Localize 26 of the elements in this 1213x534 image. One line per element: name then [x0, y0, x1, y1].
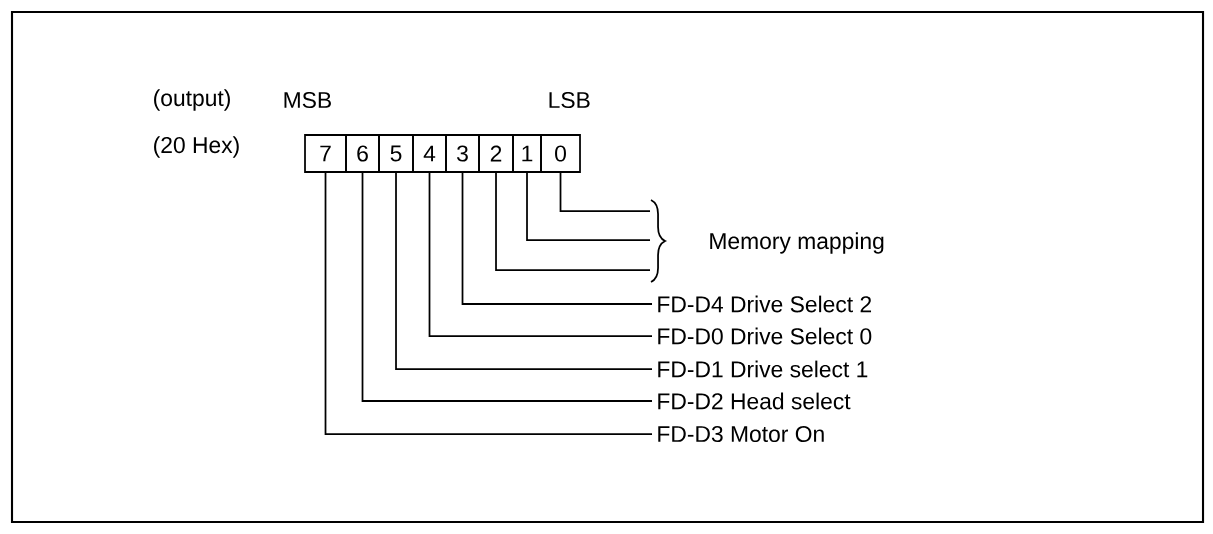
bit-cell: 5	[378, 134, 414, 173]
leader-line	[559, 172, 651, 212]
register-label: LSB	[549, 91, 590, 109]
bit-label: FD-D3 Motor On	[658, 425, 824, 443]
register-label: MSB	[284, 91, 331, 109]
bit-label: FD-D4 Drive Select 2	[658, 295, 871, 313]
bit-cell: 0	[540, 134, 581, 173]
leader-line	[428, 172, 653, 337]
bit-cell: 2	[478, 134, 514, 173]
register-label: (20 Hex)	[154, 136, 239, 158]
bit-cell: 1	[512, 134, 542, 173]
bit-cell: 7	[304, 134, 347, 173]
bit-group-label: Memory mapping	[710, 232, 884, 254]
bit-label: FD-D2 Head select	[658, 392, 851, 410]
leader-line	[526, 172, 651, 241]
bit-cell: 4	[412, 134, 447, 173]
bit-cell: 3	[445, 134, 480, 173]
leader-line	[361, 172, 653, 402]
leader-line	[324, 172, 653, 435]
leader-line	[395, 172, 653, 370]
leader-line	[495, 172, 651, 271]
bit-cell: 6	[345, 134, 380, 173]
register-label: (output)	[154, 89, 230, 111]
bit-label: FD-D0 Drive Select 0	[658, 327, 872, 345]
leader-line	[461, 172, 653, 305]
bit-label: FD-D1 Drive select 1	[658, 360, 868, 378]
